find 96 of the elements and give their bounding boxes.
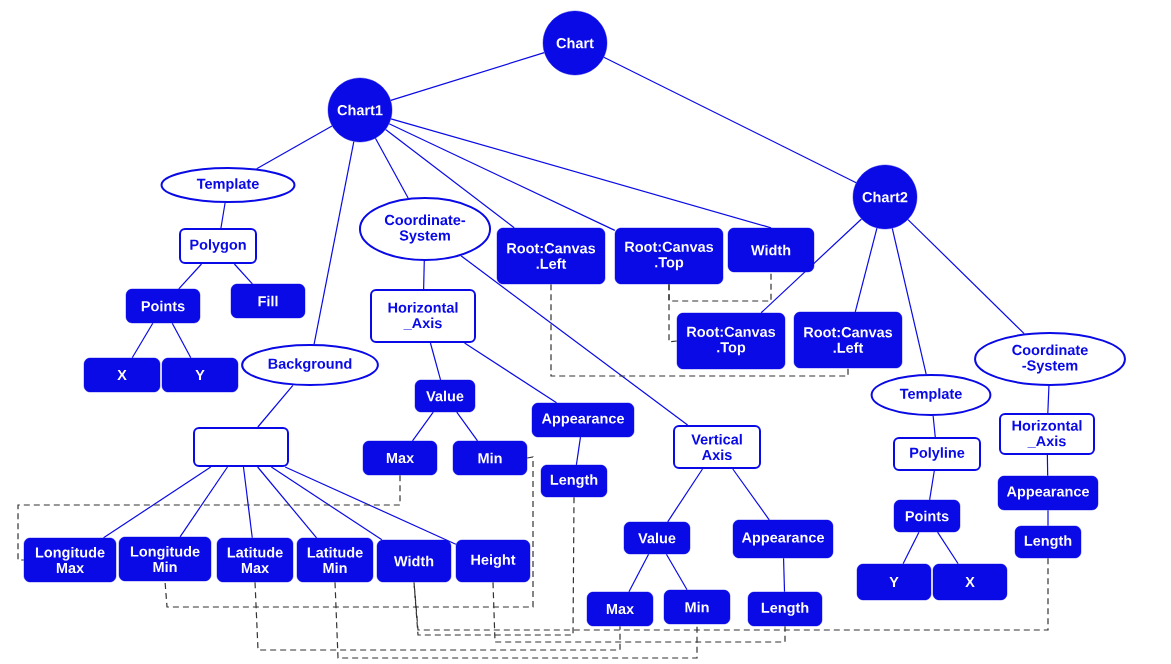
filled-box: Longitude Min bbox=[118, 536, 212, 582]
tree-line bbox=[891, 227, 927, 375]
filled-box: Appearance bbox=[997, 475, 1099, 511]
circle-node: Chart bbox=[542, 10, 608, 76]
outlined-box: Vertical Axis bbox=[673, 425, 761, 469]
oval-node: Template bbox=[160, 167, 296, 203]
tree-line bbox=[220, 202, 226, 229]
tree-line bbox=[902, 531, 920, 565]
tree-line bbox=[390, 118, 772, 229]
tree-line bbox=[233, 263, 253, 285]
outlined-box: Polygon bbox=[179, 228, 257, 264]
tree-line bbox=[131, 322, 154, 359]
tree-line bbox=[284, 466, 457, 545]
filled-box: Value bbox=[414, 379, 476, 413]
dashed-connector bbox=[413, 496, 575, 636]
tree-line bbox=[932, 415, 936, 438]
tree-line bbox=[1046, 454, 1049, 477]
filled-box: Appearance bbox=[732, 519, 834, 559]
tree-line bbox=[313, 141, 355, 345]
filled-box: Fill bbox=[230, 283, 306, 319]
dashed-connector bbox=[17, 474, 401, 561]
filled-box: Points bbox=[893, 499, 961, 533]
tree-line bbox=[242, 466, 253, 539]
filled-box: Length bbox=[540, 464, 608, 498]
filled-box: Max bbox=[362, 440, 438, 476]
tree-line bbox=[374, 137, 409, 199]
outlined-box: Horizontal _Axis bbox=[999, 413, 1095, 455]
tree-line bbox=[463, 342, 558, 404]
tree-line bbox=[390, 52, 545, 101]
tree-line bbox=[1047, 385, 1050, 414]
filled-box: X bbox=[83, 357, 161, 393]
outlined-box bbox=[193, 427, 289, 467]
oval-node: Coordinate -System bbox=[974, 332, 1126, 386]
filled-box: Root:Canvas .Left bbox=[496, 227, 606, 285]
filled-box: Value bbox=[623, 521, 691, 555]
dashed-connector bbox=[550, 283, 849, 377]
tree-line bbox=[603, 56, 857, 184]
tree-line bbox=[854, 227, 878, 313]
tree-line bbox=[575, 436, 582, 466]
tree-line bbox=[179, 466, 229, 538]
tree-line bbox=[929, 470, 935, 501]
dashed-connector bbox=[492, 581, 786, 643]
filled-box: Y bbox=[856, 563, 932, 601]
tree-line bbox=[665, 553, 688, 591]
tree-line bbox=[628, 553, 650, 593]
tree-line bbox=[667, 468, 704, 523]
filled-box: Min bbox=[663, 589, 731, 625]
circle-node: Chart1 bbox=[327, 77, 393, 143]
tree-line bbox=[429, 342, 442, 381]
outlined-box: Horizontal _Axis bbox=[370, 289, 476, 343]
filled-box: Root:Canvas .Top bbox=[676, 312, 786, 370]
oval-node: Background bbox=[241, 344, 379, 386]
dashed-connector bbox=[334, 581, 698, 659]
filled-box: Max bbox=[586, 591, 654, 627]
tree-line bbox=[257, 384, 294, 428]
tree-line bbox=[171, 322, 192, 359]
filled-box: Length bbox=[747, 591, 823, 627]
filled-box: Min bbox=[452, 440, 528, 476]
filled-box: Root:Canvas .Left bbox=[793, 311, 903, 369]
filled-box: Width bbox=[376, 539, 452, 583]
filled-box: Height bbox=[455, 539, 531, 583]
tree-line bbox=[178, 263, 203, 290]
filled-box: X bbox=[932, 563, 1008, 601]
tree-line bbox=[385, 128, 515, 229]
tree-line bbox=[388, 123, 616, 231]
tree-line bbox=[456, 411, 479, 442]
tree-line bbox=[760, 218, 863, 314]
tree-line bbox=[411, 411, 434, 442]
tree-line bbox=[102, 466, 212, 539]
oval-node: Template bbox=[870, 374, 992, 416]
tree-line bbox=[1047, 509, 1049, 527]
tree-line bbox=[460, 255, 689, 426]
tree-line bbox=[732, 468, 770, 521]
dashed-connector bbox=[668, 283, 678, 343]
tree-line bbox=[423, 260, 425, 290]
filled-box: Latitude Min bbox=[296, 537, 374, 583]
filled-box: Root:Canvas .Top bbox=[614, 227, 724, 285]
tree-line bbox=[256, 125, 333, 170]
tree-line bbox=[907, 218, 1025, 335]
oval-node: Coordinate- System bbox=[358, 197, 492, 261]
filled-box: Longitude Max bbox=[23, 537, 117, 583]
outlined-box: Polyline bbox=[893, 437, 981, 471]
filled-box: Points bbox=[125, 288, 201, 324]
tree-line bbox=[936, 531, 959, 565]
filled-box: Latitude Max bbox=[216, 537, 294, 583]
circle-node: Chart2 bbox=[852, 164, 918, 230]
tree-line bbox=[257, 466, 318, 539]
tree-line bbox=[270, 466, 383, 541]
dashed-connector bbox=[254, 581, 621, 651]
dashed-connector bbox=[164, 456, 534, 608]
filled-box: Length bbox=[1014, 525, 1082, 559]
dashed-connector bbox=[413, 557, 1049, 631]
filled-box: Appearance bbox=[531, 402, 635, 438]
tree-line bbox=[782, 557, 786, 593]
filled-box: Y bbox=[161, 357, 239, 393]
filled-box: Width bbox=[727, 227, 815, 273]
